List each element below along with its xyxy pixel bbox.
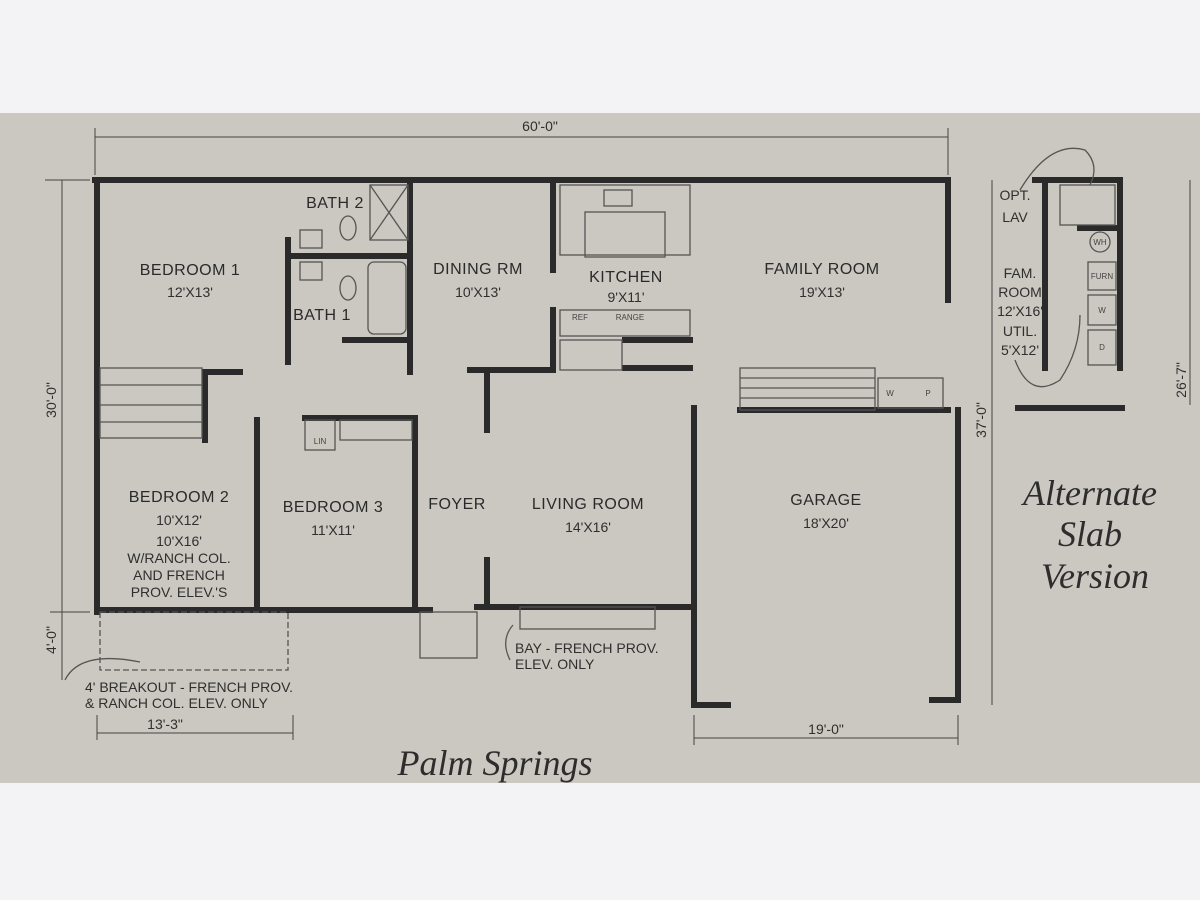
room-size: 10'X12' xyxy=(156,512,202,528)
room-name: GARAGE xyxy=(790,492,861,509)
walls xyxy=(92,177,1125,708)
ref-label: REF xyxy=(572,313,588,322)
room-name: FOYER xyxy=(428,496,486,513)
range-label: RANGE xyxy=(616,313,644,322)
bay-note: ELEV. ONLY xyxy=(515,656,595,672)
p-label: P xyxy=(925,389,930,398)
room-name: KITCHEN xyxy=(589,269,663,286)
fixtures xyxy=(64,147,1117,681)
floor-plan: 60'-0" 30'-0" 37'-0" 26'-7" 4'-0" 13'-3"… xyxy=(43,118,1191,783)
room-name: BATH 1 xyxy=(293,307,351,324)
room-note: W/RANCH COL. xyxy=(127,550,230,566)
left-depth-dimension: 30'-0" xyxy=(43,382,59,418)
room-note: AND FRENCH xyxy=(133,567,225,583)
furnace-label: FURN xyxy=(1091,272,1113,281)
fam-room-label: FAM. xyxy=(1004,265,1037,281)
washer-label: W xyxy=(1098,306,1106,315)
breakout-note: 4' BREAKOUT - FRENCH PROV. xyxy=(85,679,293,695)
util-label: UTIL. xyxy=(1003,323,1037,339)
room-size: 11'X11' xyxy=(311,522,355,538)
room-note: 10'X16' xyxy=(156,533,202,549)
room-name: BEDROOM 2 xyxy=(129,489,230,506)
notes: 4' BREAKOUT - FRENCH PROV. & RANCH COL. … xyxy=(85,640,659,711)
breakout-note: & RANCH COL. ELEV. ONLY xyxy=(85,695,269,711)
room-name: BEDROOM 1 xyxy=(140,262,241,279)
room-name: BATH 2 xyxy=(306,195,364,212)
washer-label: W xyxy=(886,389,894,398)
alternate-title-line: Version xyxy=(1041,556,1149,596)
water-heater-label: WH xyxy=(1093,238,1107,247)
room-note: PROV. ELEV.'S xyxy=(131,584,228,600)
right-depth-dimension: 37'-0" xyxy=(973,402,989,438)
garage-width-dimension: 19'-0" xyxy=(808,721,844,737)
util-size: 5'X12' xyxy=(1001,342,1039,358)
room-size: 14'X16' xyxy=(565,519,611,535)
fam-room-size: 12'X16' xyxy=(997,303,1043,319)
dryer-label: D xyxy=(1099,343,1105,352)
alt-depth-dimension: 26'-7" xyxy=(1173,362,1189,398)
room-name: FAMILY ROOM xyxy=(764,261,879,278)
opt-lav-label: LAV xyxy=(1002,209,1028,225)
dimension-lines xyxy=(45,128,1191,745)
opt-lav-label: OPT. xyxy=(999,187,1030,203)
linen-label: LIN xyxy=(314,437,327,446)
room-name: LIVING ROOM xyxy=(532,496,644,513)
room-size: 18'X20' xyxy=(803,515,849,531)
room-size: 10'X13' xyxy=(455,284,501,300)
bay-note: BAY - FRENCH PROV. xyxy=(515,640,659,656)
room-name: DINING RM xyxy=(433,261,523,278)
alternate-title-line: Slab xyxy=(1058,514,1122,554)
plan-title: Palm Springs xyxy=(396,743,592,783)
breakout-width-dimension: 13'-3" xyxy=(147,716,183,732)
overall-width-dimension: 60'-0" xyxy=(522,118,558,134)
fam-room-label: ROOM xyxy=(998,284,1042,300)
floor-plan-sheet: 60'-0" 30'-0" 37'-0" 26'-7" 4'-0" 13'-3"… xyxy=(0,113,1200,783)
room-size: 12'X13' xyxy=(167,284,213,300)
alternate-plan-labels: OPT. LAV FAM. ROOM 12'X16' UTIL. 5'X12' … xyxy=(997,187,1157,596)
room-size: 19'X13' xyxy=(799,284,845,300)
breakout-depth-dimension: 4'-0" xyxy=(43,626,59,654)
room-name: BEDROOM 3 xyxy=(283,499,384,516)
alternate-title-line: Alternate xyxy=(1021,473,1157,513)
room-size: 9'X11' xyxy=(607,289,644,305)
room-labels: BEDROOM 1 12'X13' BATH 2 BATH 1 DINING R… xyxy=(127,195,930,600)
